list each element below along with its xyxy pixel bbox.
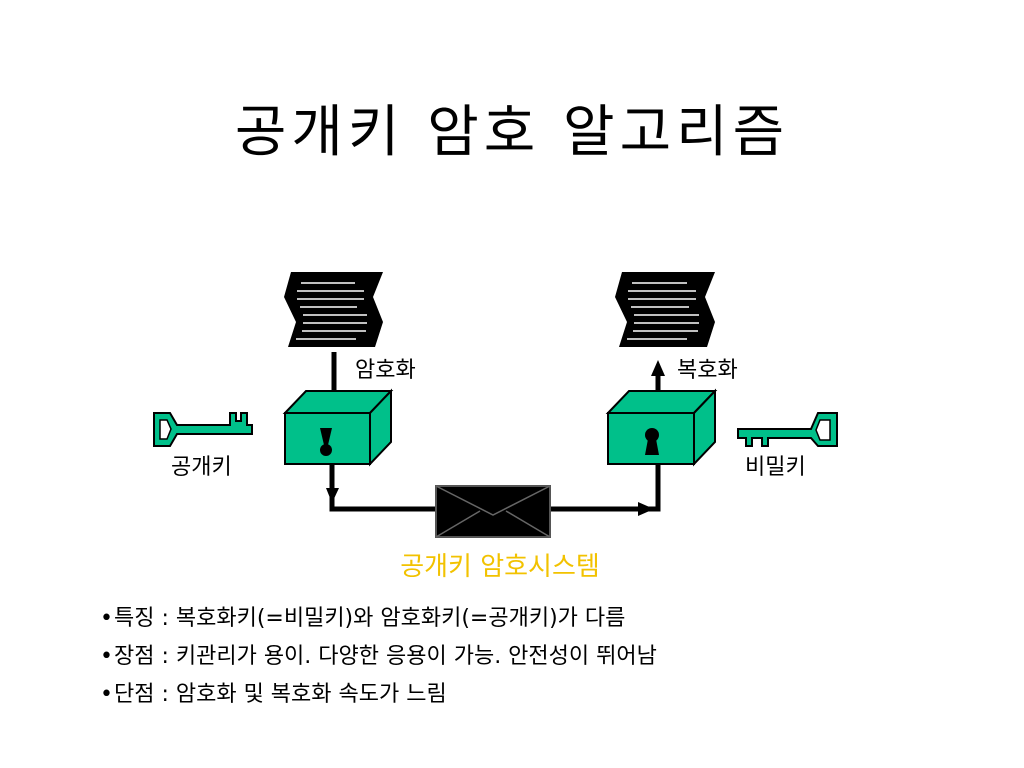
envelope-icon (435, 485, 551, 538)
system-label: 공개키 암호시스템 (400, 552, 600, 582)
arrow-right-icon (638, 502, 654, 516)
keyhole-icon (645, 428, 659, 455)
private-key-icon (737, 412, 838, 447)
decrypted-document-icon (615, 272, 715, 347)
arrow-up-icon (651, 360, 665, 376)
bullet-features: •특징 : 복호화키(=비밀키)와 암호화키(=공개키)가 다름 (100, 600, 657, 638)
decrypt-lockbox (605, 388, 718, 467)
public-key-icon (153, 412, 253, 447)
arrow-down-into-line-icon (326, 488, 339, 503)
plaintext-document-icon (284, 272, 383, 347)
encrypt-lockbox (282, 388, 394, 467)
bullet-marker: • (100, 644, 113, 669)
bullet-text: 특징 : 복호화키(=비밀키)와 암호화키(=공개키)가 다름 (113, 606, 626, 631)
bullet-text: 장점 : 키관리가 용이. 다양한 응용이 가능. 안전성이 뛰어남 (113, 644, 657, 669)
bullet-marker: • (100, 606, 113, 631)
bullet-disadvantages: •단점 : 암호화 및 복호화 속도가 느림 (100, 676, 657, 714)
bullet-text: 단점 : 암호화 및 복호화 속도가 느림 (113, 682, 447, 707)
slide-title: 공개키 암호 알고리즘 (234, 100, 790, 165)
bullet-marker: • (100, 682, 113, 707)
keyhole-icon (320, 428, 332, 456)
bullet-advantages: •장점 : 키관리가 용이. 다양한 응용이 가능. 안전성이 뛰어남 (100, 638, 657, 676)
encrypt-label: 암호화 (355, 358, 416, 383)
decrypt-label: 복호화 (677, 358, 738, 383)
private-key-label: 비밀키 (745, 455, 806, 480)
public-key-label: 공개키 (171, 455, 232, 480)
bullet-list: •특징 : 복호화키(=비밀키)와 암호화키(=공개키)가 다름 •장점 : 키… (100, 600, 657, 714)
